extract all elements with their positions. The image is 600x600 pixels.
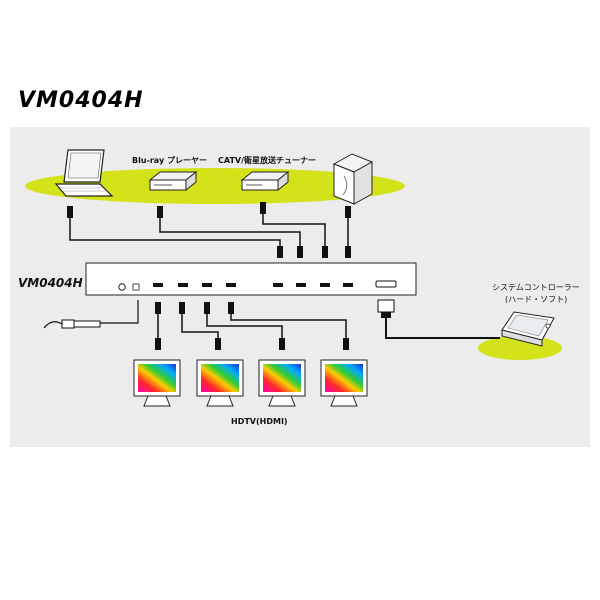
power-button-icon: [118, 283, 126, 291]
hdmi-out-port: [202, 283, 212, 287]
controller-label-line1: システムコントローラー: [492, 283, 580, 292]
hdmi-in-port: [296, 283, 306, 287]
pc-tower-icon: [332, 153, 374, 205]
hdmi-out-port: [226, 283, 236, 287]
power-plug-icon: [61, 319, 101, 329]
power-jack-icon: [132, 283, 140, 291]
hdtv-display-icon: [133, 359, 181, 407]
hdtv-display-icon: [258, 359, 306, 407]
laptop-icon: [54, 149, 114, 197]
device-label: VM0404H: [18, 276, 83, 290]
bluray-label: Blu-ray プレーヤー: [132, 155, 207, 165]
source-cables: [69, 214, 349, 250]
power-cord: [43, 300, 139, 329]
hdmi-out-port: [178, 283, 188, 287]
output-cables: [157, 312, 347, 350]
hdtv-display-icon: [196, 359, 244, 407]
sources-ellipse: [25, 168, 405, 204]
controller-cable: [377, 299, 500, 339]
hdmi-in-port: [273, 283, 283, 287]
hdmi-in-port: [343, 283, 353, 287]
rs232-port: [375, 280, 397, 288]
hdtv-display-icon: [320, 359, 368, 407]
page-title: VM0404H: [18, 88, 144, 113]
tuner-icon: [240, 170, 290, 192]
hdmi-in-port: [320, 283, 330, 287]
catv-label: CATV/衛星放送チューナー: [218, 155, 316, 165]
displays-label: HDTV(HDMI): [231, 417, 288, 426]
switcher-device: [85, 262, 417, 296]
source-plugs: [67, 202, 351, 258]
bluray-player-icon: [148, 170, 198, 192]
hdmi-out-port: [153, 283, 163, 287]
touch-panel-icon: [501, 311, 555, 347]
controller-label-line2: (ハード・ソフト): [505, 295, 567, 304]
